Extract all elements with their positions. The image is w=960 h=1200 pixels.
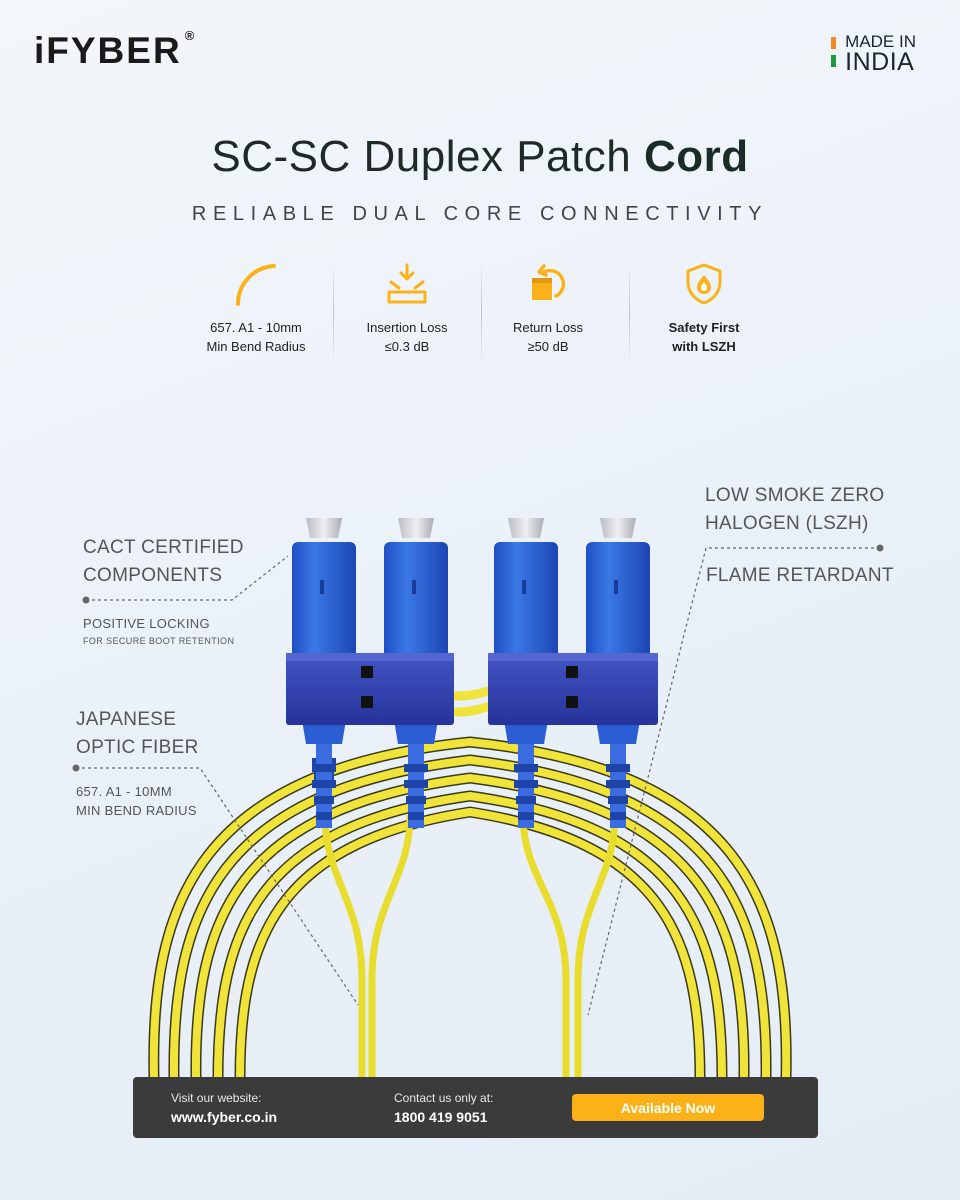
feature-line2: with LSZH <box>672 339 736 354</box>
bend-radius-arc-icon <box>235 264 276 306</box>
badge-line1: MADE IN <box>845 32 916 51</box>
callout-flame-retardant: FLAME RETARDANT <box>706 565 894 586</box>
available-now-button[interactable]: Available Now <box>572 1094 764 1121</box>
india-flag-icon <box>831 37 837 67</box>
feature-divider <box>333 262 334 364</box>
insertion-loss-icon <box>387 263 427 304</box>
feature-line2: Min Bend Radius <box>206 339 306 354</box>
callout-cact-line2: COMPONENTS <box>83 565 223 586</box>
website-link[interactable]: www.fyber.co.in <box>171 1109 278 1125</box>
made-in-india-badge: MADE IN INDIA <box>831 32 916 76</box>
feature-line1: Return Loss <box>512 320 584 335</box>
duplex-clip <box>286 653 454 725</box>
callout-lszh: LOW SMOKE ZERO HALOGEN (LSZH) <box>705 482 884 538</box>
duplex-clip <box>488 653 658 725</box>
callout-leaders <box>76 547 880 1016</box>
website-label: Visit our website: <box>171 1091 262 1105</box>
brand-logo: iFYBER ® <box>34 28 197 72</box>
callout-bend-radius: 657. A1 - 10MM MIN BEND RADIUS <box>76 782 197 820</box>
contact-label: Contact us only at: <box>394 1091 494 1105</box>
callout-japanese-line2: OPTIC FIBER <box>76 737 199 758</box>
feature-divider <box>629 262 630 364</box>
safety-shield-icon <box>686 263 722 305</box>
feature-line1: Insertion Loss <box>366 320 448 335</box>
feature-return-loss: Return Loss ≥50 dB <box>478 262 618 356</box>
page-title: SC-SC Duplex Patch Cord <box>0 132 960 182</box>
footer-bar: Visit our website: www.fyber.co.in Conta… <box>133 1077 818 1138</box>
footer-website: Visit our website: www.fyber.co.in <box>171 1091 277 1125</box>
sc-connector <box>586 518 650 828</box>
page-subtitle: RELIABLE DUAL CORE CONNECTIVITY <box>191 203 769 225</box>
callout-bend-line2: MIN BEND RADIUS <box>76 803 197 818</box>
callout-japanese-fiber: JAPANESE OPTIC FIBER <box>76 706 199 762</box>
callout-lszh-line2: HALOGEN (LSZH) <box>705 513 869 534</box>
feature-insertion-loss: Insertion Loss ≤0.3 dB <box>337 262 477 356</box>
callout-cact-line1: CACT CERTIFIED <box>83 537 244 558</box>
callout-lszh-line1: LOW SMOKE ZERO <box>705 485 885 506</box>
feature-divider <box>481 262 482 364</box>
feature-line2: ≥50 dB <box>527 339 569 354</box>
cable-coil <box>148 645 792 1079</box>
phone-number[interactable]: 1800 419 9051 <box>394 1109 488 1125</box>
feature-line2: ≤0.3 dB <box>384 339 430 354</box>
badge-line2: INDIA <box>845 48 915 76</box>
sc-connector <box>494 518 558 828</box>
feature-bend-radius: 657. A1 - 10mm Min Bend Radius <box>186 262 326 356</box>
callout-japanese-line1: JAPANESE <box>76 709 177 730</box>
return-loss-icon <box>532 264 566 300</box>
callout-positive-locking: POSITIVE LOCKING <box>83 616 210 631</box>
logo-text: iFYBER <box>34 30 182 71</box>
callout-bend-line1: 657. A1 - 10MM <box>76 784 172 799</box>
feature-line1: 657. A1 - 10mm <box>210 320 302 335</box>
feature-line1: Safety First <box>668 320 740 335</box>
title-light: SC-SC Duplex Patch <box>211 132 632 181</box>
footer-contact: Contact us only at: 1800 419 9051 <box>394 1091 493 1125</box>
feature-safety: Safety First with LSZH <box>634 262 774 356</box>
title-bold: Cord <box>643 132 749 181</box>
callout-secure-boot: FOR SECURE BOOT RETENTION <box>83 636 235 646</box>
callout-cact: CACT CERTIFIED COMPONENTS <box>83 534 244 590</box>
registered-mark: ® <box>184 28 197 43</box>
